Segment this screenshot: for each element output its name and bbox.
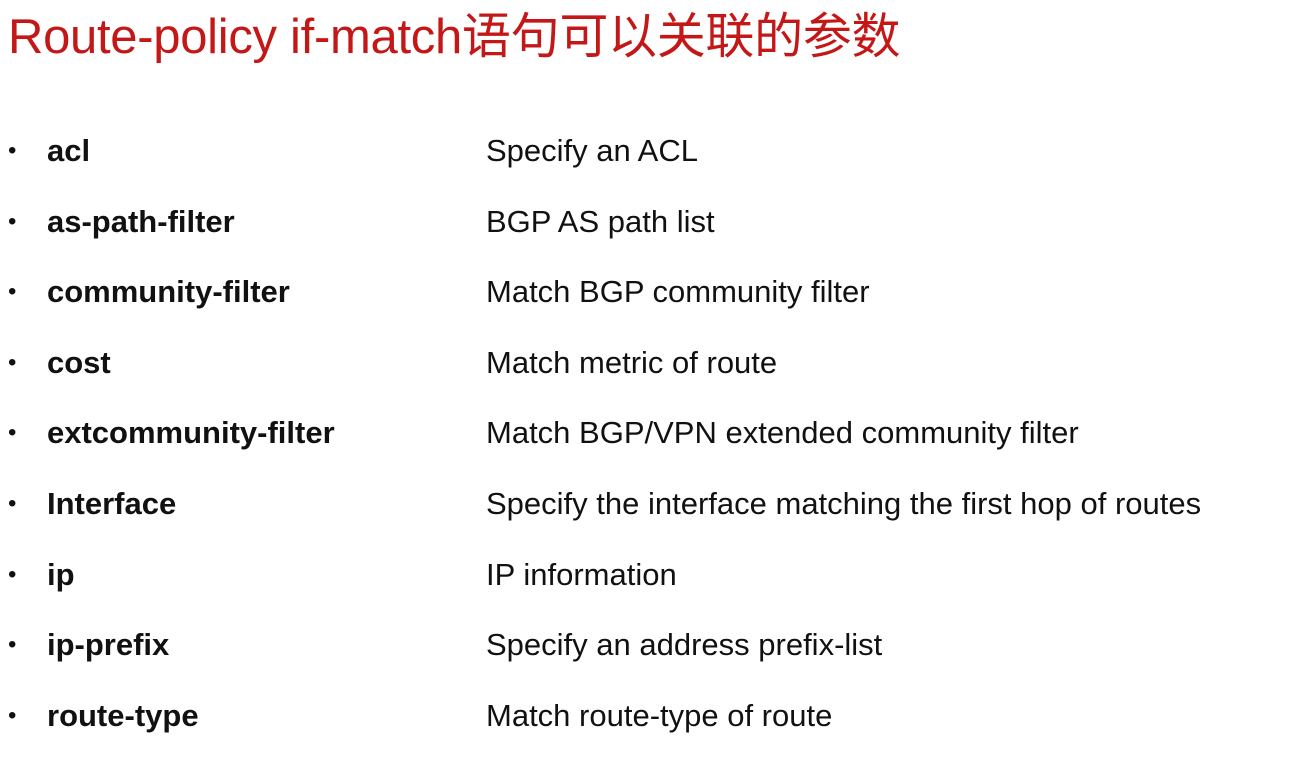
param-description: Match BGP/VPN extended community filter <box>486 415 1079 451</box>
bullet-icon: • <box>8 207 17 235</box>
list-item: • as-path-filter BGP AS path list <box>0 187 1311 258</box>
param-description: Match metric of route <box>486 344 778 380</box>
param-name: cost <box>47 344 111 380</box>
bullet-icon: • <box>8 348 17 376</box>
bullet-icon: • <box>8 631 17 659</box>
bullet-icon: • <box>8 701 17 729</box>
param-name: acl <box>47 133 91 168</box>
param-description: IP information <box>486 556 677 592</box>
list-item: • ip-prefix Specify an address prefix-li… <box>0 610 1311 681</box>
bullet-icon: • <box>8 419 17 447</box>
list-item: • community-filter Match BGP community f… <box>0 257 1311 328</box>
param-description: BGP AS path list <box>486 203 715 239</box>
slide-title: Route-policy if-match语句可以关联的参数 <box>8 10 901 64</box>
bullet-icon: • <box>8 278 17 306</box>
param-description: Specify an ACL <box>486 133 698 168</box>
parameter-list: • acl Specify an ACL • as-path-filter BG… <box>0 116 1311 751</box>
list-item: • extcommunity-filter Match BGP/VPN exte… <box>0 398 1311 469</box>
list-item: • route-type Match route-type of route <box>0 681 1311 752</box>
param-description: Specify an address prefix-list <box>486 627 883 663</box>
param-name: extcommunity-filter <box>47 415 335 451</box>
param-description: Specify the interface matching the first… <box>486 485 1202 521</box>
list-item: • ip IP information <box>0 540 1311 611</box>
bullet-icon: • <box>8 560 17 588</box>
list-item: • acl Specify an ACL <box>0 116 1311 187</box>
param-name: route-type <box>47 697 199 733</box>
param-name: ip <box>47 556 75 592</box>
bullet-icon: • <box>8 489 17 517</box>
param-description: Match BGP community filter <box>486 274 870 310</box>
list-item: • cost Match metric of route <box>0 328 1311 399</box>
param-name: community-filter <box>47 274 290 310</box>
list-item: • Interface Specify the interface matchi… <box>0 469 1311 540</box>
param-name: Interface <box>47 485 177 521</box>
param-description: Match route-type of route <box>486 697 833 733</box>
bullet-icon: • <box>8 137 17 164</box>
param-name: ip-prefix <box>47 627 170 663</box>
param-name: as-path-filter <box>47 203 235 239</box>
